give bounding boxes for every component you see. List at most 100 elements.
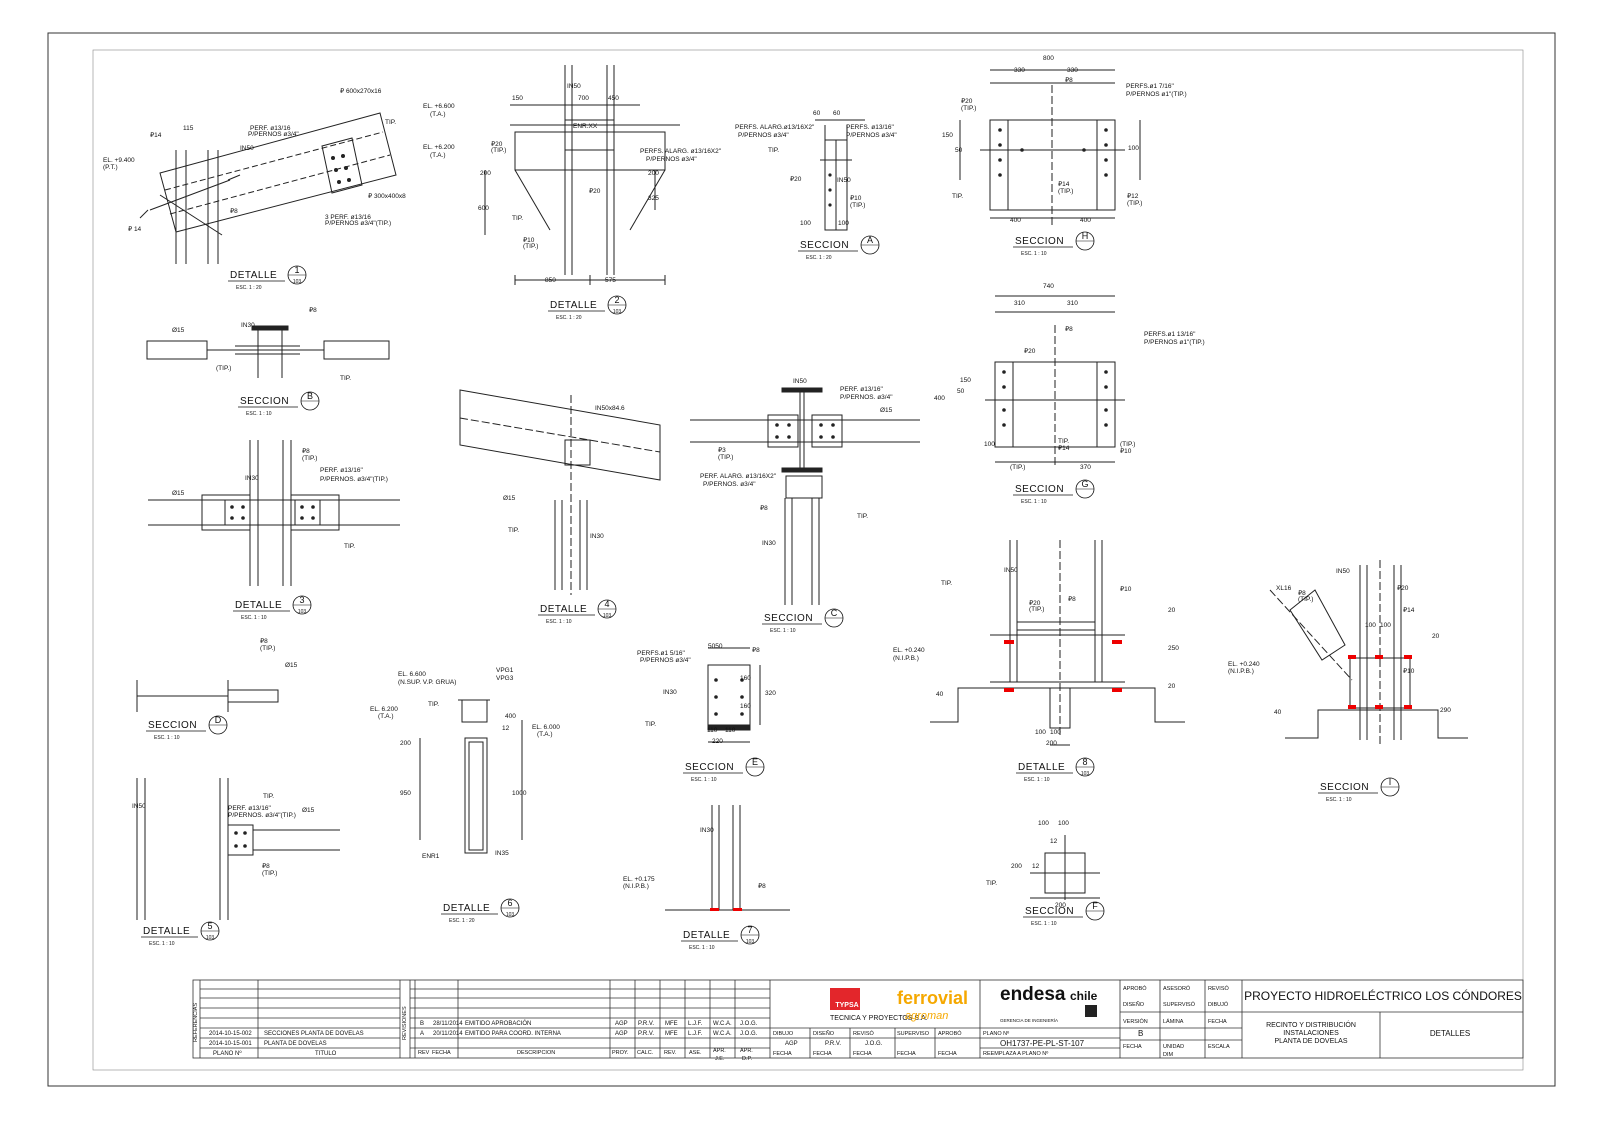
annotation-label-sH: ₽20 [961, 97, 973, 105]
project-subtitle: INSTALACIONES [1283, 1030, 1339, 1037]
annotation-label-d8: 20 [1168, 607, 1176, 614]
detail-scale: ESC. 1 : 10 [1031, 921, 1057, 927]
detail-scale: ESC. 1 : 20 [449, 918, 475, 924]
annotation-label-d6: 1000 [512, 790, 527, 797]
annotation-label-d5: PERF. ø13/16" [228, 805, 271, 812]
detail-number: 3 [299, 595, 304, 605]
annotation-label-sE: TIP. [645, 721, 656, 728]
section-i-welds [1348, 655, 1412, 709]
annotation-label-sH: 330 [1067, 67, 1078, 74]
detail-number: H [1082, 231, 1089, 241]
detail-caption-title: SECCION [1320, 782, 1369, 793]
detail-number: E [752, 757, 758, 767]
ref-header-plano: PLANO Nº [213, 1050, 242, 1057]
annotation-label-sI: IN50 [1336, 568, 1350, 575]
annotation-label-d7: ₽8 [758, 882, 766, 890]
detail-caption-title: SECCION [800, 240, 849, 251]
annotation-label-d4: IN50x84.6 [595, 405, 625, 412]
approval-label: REVISÓ [1208, 985, 1230, 992]
annotation-label-d8: 100 [1050, 729, 1061, 736]
annotation-label-sE: 110 [707, 727, 718, 734]
annotation-label-sH: 400 [1010, 217, 1021, 224]
annotation-label-d2: PERFS. ALARG. ø13/16X2" [640, 148, 722, 155]
typsa-label: TYPSA [835, 1002, 858, 1009]
detail-number: 5 [207, 921, 212, 931]
detail-caption-title: SECCION [1015, 236, 1064, 247]
annotation-label-d2: ₽20 [589, 187, 601, 195]
detail-scale: ESC. 1 : 10 [1021, 251, 1047, 257]
version-label: VERSIÓN [1123, 1018, 1148, 1025]
annotation-label-sH: ₽12 [1127, 192, 1139, 200]
detail-7-welds [710, 908, 742, 911]
signature-label: DISEÑO [813, 1030, 835, 1037]
annotation-label-sC: P/PERNOS. ø3/4" [703, 481, 756, 488]
annotation-label-d6: EL. 6.600 [398, 671, 426, 678]
annotation-label-sC: P/PERNOS. ø3/4" [840, 394, 893, 401]
annotation-label-sI: (N.I.P.B.) [1228, 668, 1254, 675]
annotation-label-d2: ENR.XX [573, 123, 598, 130]
detail-1-bolts [331, 154, 351, 184]
annotation-label-d7: EL. +0.175 [623, 876, 655, 883]
annotation-label-d6: VPG3 [496, 675, 514, 682]
annotation-label-sH: P/PERNOS ø1"(TIP.) [1126, 91, 1187, 98]
project-subtitle: PLANTA DE DOVELAS [1274, 1038, 1347, 1045]
detail-caption-title: DETALLE [1018, 762, 1065, 773]
annotation-label-sG: 400 [934, 395, 945, 402]
revision-apr_je: W.C.A. [713, 1031, 732, 1037]
signature-label: SUPERVISO [897, 1031, 930, 1037]
annotation-label-sC: PERF. ø13/16" [840, 386, 883, 393]
revision-revi: MFE [665, 1021, 678, 1027]
detail-number: 1 [294, 265, 299, 275]
annotation-label-sE: 160 [740, 703, 751, 710]
annotation-label-d6: IN35 [495, 850, 509, 857]
annotation-label-d6: 400 [505, 713, 516, 720]
detail-number: I [1389, 777, 1392, 787]
annotation-label-d8: TIP. [941, 580, 952, 587]
annotation-label-sG: 100 [984, 441, 995, 448]
annotation-label-d2: ₽20 [491, 140, 503, 148]
annotation-label-sH: 150 [942, 132, 953, 139]
annotation-label-d6: (T.A.) [537, 731, 553, 738]
section-h-drawing [959, 69, 1141, 225]
annotation-label-sH: ₽14 [1058, 180, 1070, 188]
revision-header: D.P. [742, 1056, 752, 1062]
annotation-label-d8: ₽10 [1120, 585, 1132, 593]
annotation-label-d5: (TIP.) [262, 870, 277, 877]
annotation-label-sH: 400 [1080, 217, 1091, 224]
detail-caption-title: DETALLE [230, 270, 277, 281]
revision-rev: B [420, 1021, 424, 1027]
referencias-label: REFERENCIAS [193, 1003, 199, 1042]
revision-calc: P.R.V. [638, 1021, 654, 1027]
annotation-label-d1: ₽8 [230, 207, 238, 215]
annotation-label-sE: 220 [712, 738, 723, 745]
annotation-label-sE: 160 [740, 675, 751, 682]
annotation-label-d2: ₽10 [523, 236, 535, 244]
annotation-label-sI: 100 [1365, 622, 1376, 629]
annotation-label-sF: 200 [1011, 863, 1022, 870]
detail-sheet-ref: 103 [613, 309, 622, 315]
annotation-label-d2: (TIP.) [523, 243, 538, 250]
annotation-label-d2: 700 [578, 95, 589, 102]
annotation-label-d1: TIP. [385, 119, 396, 126]
section-e-drawing [707, 647, 761, 743]
detail-6-drawing [419, 699, 523, 854]
detail-scale: ESC. 1 : 10 [689, 945, 715, 951]
annotation-label-sC: TIP. [857, 513, 868, 520]
annotation-label-d6: (N.SUP. V.P. GRUA) [398, 679, 456, 686]
reference-title: SECCIONES PLANTA DE DOVELAS [264, 1031, 364, 1037]
detail-sheet-ref: 103 [293, 279, 302, 285]
annotation-label-sE: ₽8 [752, 646, 760, 654]
annotation-label-d2: IN50 [567, 83, 581, 90]
annotation-label-d1: 3 PERF. ø13/16 [325, 214, 371, 221]
detail-scale: ESC. 1 : 10 [1326, 797, 1352, 803]
plano-label: PLANO Nº [983, 1030, 1009, 1037]
annotation-label-sB: ₽8 [309, 306, 317, 314]
annotation-label-sG: 310 [1067, 300, 1078, 307]
annotation-label-d1: PERF. ø13/16 [250, 125, 291, 132]
annotation-label-d6: 950 [400, 790, 411, 797]
annotation-label-d1: ₽ 300x400x8 [368, 192, 406, 200]
annotation-label-d5: TIP. [263, 793, 274, 800]
annotation-label-d8: ₽20 [1029, 599, 1041, 607]
revision-header: FECHA [432, 1050, 451, 1056]
signature-reviso: J.O.G. [865, 1041, 883, 1047]
